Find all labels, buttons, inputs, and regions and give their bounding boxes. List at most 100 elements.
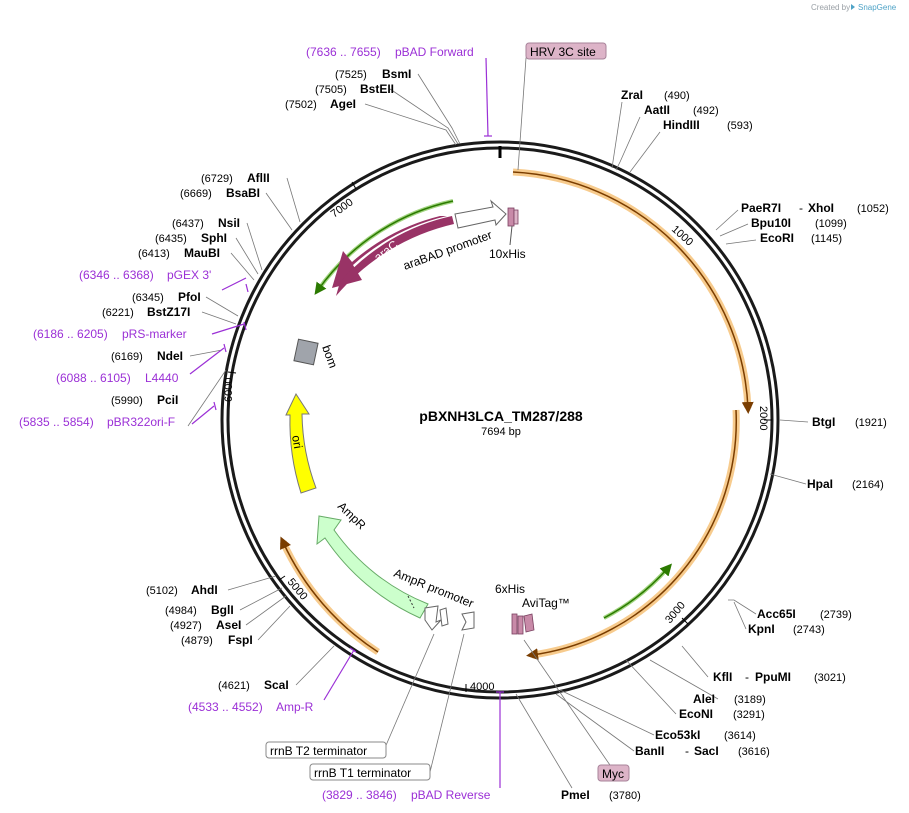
site-fspi-pos: (4879) xyxy=(181,635,213,647)
site-pcii[interactable]: PciI xyxy=(157,393,178,407)
site-pfoi[interactable]: PfoI xyxy=(178,290,201,304)
rrnb-t1-label: rrnB T1 terminator xyxy=(314,766,411,780)
site-bsmi-pos: (7525) xyxy=(335,69,367,81)
primer-pbr322ori-f-range: (5835 .. 5854) xyxy=(19,415,94,429)
site-asei[interactable]: AseI xyxy=(216,618,241,632)
snapgene-logo-icon xyxy=(851,4,855,10)
site-bstz17i[interactable]: BstZ17I xyxy=(147,305,190,319)
tick-6000: 6000 xyxy=(223,378,235,402)
site-hpai[interactable]: HpaI xyxy=(807,477,833,491)
site-bsabi[interactable]: BsaBI xyxy=(226,186,260,200)
site-nsii-pos: (6437) xyxy=(172,218,204,230)
site-eco53ki[interactable]: Eco53kI xyxy=(655,728,700,742)
tick-1000-mark xyxy=(704,232,712,240)
site-econi-pos: (3291) xyxy=(733,709,765,721)
orf-arc-1 xyxy=(314,200,454,295)
bom-label: bom xyxy=(319,343,340,370)
tick-7000-mark xyxy=(351,181,357,190)
site-maubi[interactable]: MauBI xyxy=(184,246,220,260)
myc-feature xyxy=(517,615,524,635)
rrnb-t2-label: rrnB T2 terminator xyxy=(270,744,367,758)
site-aatii-pos: (492) xyxy=(693,105,719,117)
primer-l4440-range: (6088 .. 6105) xyxy=(56,371,131,385)
site-sphi-pos: (6435) xyxy=(155,233,187,245)
site-kfli[interactable]: KflI xyxy=(713,670,732,684)
rrnb-t1-feature xyxy=(461,611,475,631)
hrv-3c-site-box[interactable] xyxy=(525,42,607,60)
site-ndei[interactable]: NdeI xyxy=(157,349,183,363)
site-kpni[interactable]: KpnI xyxy=(748,622,775,636)
site-bsmi[interactable]: BsmI xyxy=(382,67,411,81)
bom-feature xyxy=(293,338,319,366)
cds-arc-1-glow xyxy=(512,168,752,409)
site-hpai-pos: (2164) xyxy=(852,479,884,491)
site-ecori[interactable]: EcoRI xyxy=(760,231,794,245)
primer-prs-marker[interactable]: pRS-marker xyxy=(122,327,187,341)
avitag-feature xyxy=(523,613,535,633)
site-scai[interactable]: ScaI xyxy=(264,678,289,692)
rrnb-t1-box[interactable] xyxy=(309,763,431,781)
site-xhoi[interactable]: XhoI xyxy=(808,201,834,215)
site-ecori-pos: (1145) xyxy=(811,233,842,245)
tick-2000: 2000 xyxy=(757,406,769,430)
site-aflii-pos: (6729) xyxy=(201,173,233,185)
site-hindiii[interactable]: HindIII xyxy=(663,118,700,132)
site-econi[interactable]: EcoNI xyxy=(679,707,713,721)
primer-pbr322ori-f[interactable]: pBR322ori-F xyxy=(107,415,175,429)
primer-pgex3[interactable]: pGEX 3' xyxy=(167,268,211,282)
site-pmei[interactable]: PmeI xyxy=(561,788,590,802)
primer-amp-r[interactable]: Amp-R xyxy=(276,700,314,714)
cds-arc-3 xyxy=(280,536,379,653)
primer-amp-r-range: (4533 .. 4552) xyxy=(188,700,263,714)
site-bpu10i[interactable]: Bpu10I xyxy=(751,216,791,230)
cds-arc-1 xyxy=(512,171,754,414)
site-alei[interactable]: AleI xyxy=(693,692,715,706)
site-scai-pos: (4621) xyxy=(218,680,250,692)
site-fspi[interactable]: FspI xyxy=(228,633,253,647)
site-alei-pos: (3189) xyxy=(734,694,766,706)
primer-pbad-forward-range: (7636 .. 7655) xyxy=(306,45,381,59)
site-pfoi-pos: (6345) xyxy=(132,292,164,304)
site-ppumi[interactable]: PpuMI xyxy=(755,670,791,684)
his10-label: 10xHis xyxy=(489,247,526,261)
site-ndei-pos: (6169) xyxy=(111,351,143,363)
tick-3000-mark xyxy=(681,617,689,625)
his10-leader xyxy=(509,225,513,246)
site-ahdi-pos: (5102) xyxy=(146,585,178,597)
site-eco53ki-pos: (3614) xyxy=(724,730,756,742)
primer-leader-lines xyxy=(189,57,504,788)
site-btgi[interactable]: BtgI xyxy=(812,415,835,429)
plasmid-name: pBXNH3LCA_TM287/288 xyxy=(419,408,583,424)
hrv-3c-site-label: HRV 3C site xyxy=(530,45,596,59)
site-banii[interactable]: BanII xyxy=(635,744,664,758)
his6-feature xyxy=(511,613,518,635)
rrnb-t2-box[interactable] xyxy=(265,741,387,759)
ampr-label: AmpR xyxy=(335,499,369,532)
site-bgli[interactable]: BglI xyxy=(211,603,234,617)
site-pmei-pos: (3780) xyxy=(609,790,641,802)
site-ahdi[interactable]: AhdI xyxy=(191,583,218,597)
primer-l4440[interactable]: L4440 xyxy=(145,371,179,385)
site-aatii[interactable]: AatII xyxy=(644,103,670,117)
primer-pgex3-range: (6346 .. 6368) xyxy=(79,268,154,282)
site-zrai[interactable]: ZraI xyxy=(621,88,643,102)
site-sphi[interactable]: SphI xyxy=(201,231,227,245)
site-nsii[interactable]: NsiI xyxy=(218,216,240,230)
site-agei[interactable]: AgeI xyxy=(330,97,356,111)
rrnb-t2-feature xyxy=(439,607,449,627)
site-paer7i[interactable]: PaeR7I xyxy=(741,201,781,215)
site-btgi-pos: (1921) xyxy=(855,417,887,429)
site-acc65i[interactable]: Acc65I xyxy=(757,607,796,621)
orf-arc-2 xyxy=(603,563,672,619)
site-bsteii[interactable]: BstEII xyxy=(360,82,394,96)
site-bgli-pos: (4984) xyxy=(165,605,197,617)
site-aflii[interactable]: AflII xyxy=(247,171,270,185)
avitag-label: AviTag™ xyxy=(522,596,570,610)
primer-pbad-forward[interactable]: pBAD Forward xyxy=(395,45,474,59)
arac-body xyxy=(336,216,454,296)
primer-pbad-reverse[interactable]: pBAD Reverse xyxy=(411,788,491,802)
myc-box[interactable] xyxy=(597,764,630,782)
site-kfli-pos: (3021) xyxy=(814,672,846,684)
site-saci[interactable]: SacI xyxy=(694,744,719,758)
site-bsteii-pos: (7505) xyxy=(315,84,347,96)
